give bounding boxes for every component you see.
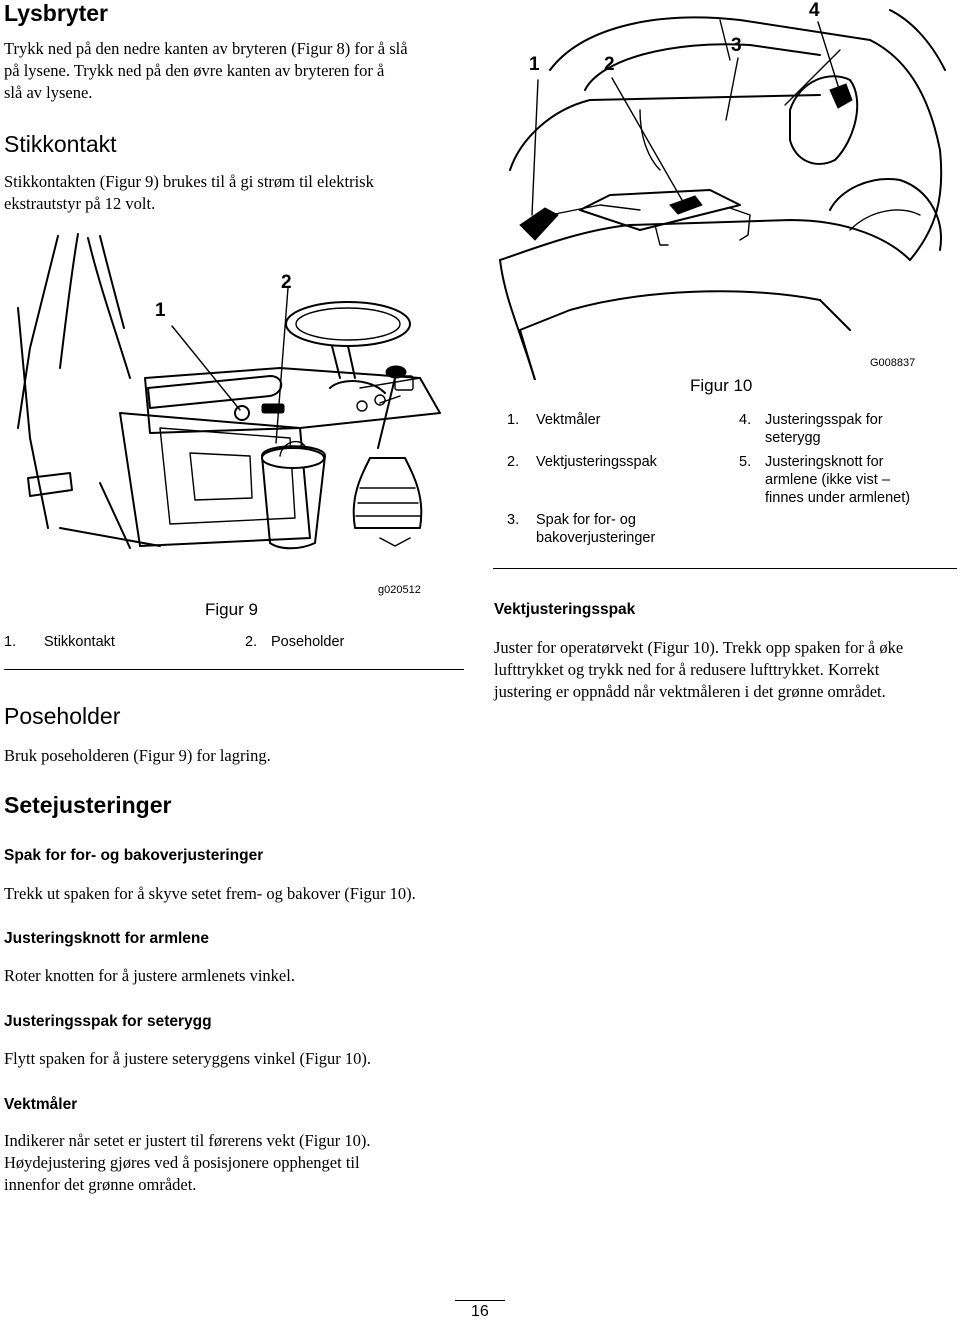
legend-number: 4. [739, 412, 752, 428]
figure9-bottom-rule [4, 669, 464, 670]
figure9-illustration [17, 233, 441, 550]
lysbryter-heading: Lysbryter [4, 0, 108, 26]
legend-line: seterygg [765, 430, 821, 446]
text-line: Indikerer når setet er justert til fører… [4, 1131, 371, 1150]
legend-number: 3. [507, 512, 520, 528]
stikkontakt-text: Stikkontakten (Figur 9) brukes til å gi … [4, 171, 474, 215]
lysbryter-text: Trykk ned på den nedre kanten av brytere… [4, 38, 474, 104]
subsection-heading-fore-aft: Spak for for- og bakoverjusteringer [4, 847, 264, 864]
text-line: Juster for operatørvekt (Figur 10). Trek… [494, 638, 904, 657]
figure9-legend-2: 2. Poseholder [245, 633, 445, 651]
text-line: Trykk ned på den nedre kanten av brytere… [4, 39, 408, 58]
legend-number: 1. [4, 634, 17, 650]
legend-label: Poseholder [271, 634, 345, 650]
text-line: innenfor det grønne området. [4, 1175, 197, 1194]
text-line: lufttrykket og trykk ned for å redusere … [494, 660, 880, 679]
legend-number: 1. [507, 412, 520, 428]
legend-label: Vektmåler [536, 412, 601, 428]
legend-line: bakoverjusteringer [536, 530, 656, 546]
figure9-callout-2: 2 [281, 272, 292, 293]
figure10-legend-2: 2. Vektjusteringsspak [507, 453, 717, 471]
subsection-text-backrest: Flytt spaken for å justere seteryggens v… [4, 1049, 372, 1068]
poseholder-text: Bruk poseholderen (Figur 9) for lagring. [4, 746, 271, 765]
vektjustering-heading: Vektjusteringsspak [494, 601, 636, 618]
legend-line: Justeringsspak for [765, 412, 883, 428]
figure9-legend-1: 1. Stikkontakt [4, 633, 204, 651]
text-line: Stikkontakten (Figur 9) brukes til å gi … [4, 172, 374, 191]
subsection-heading-backrest: Justeringsspak for seterygg [4, 1013, 212, 1030]
text-line: ekstrautstyr på 12 volt. [4, 194, 156, 213]
footer-rule [455, 1300, 505, 1301]
figure9-code: g020512 [378, 584, 421, 596]
figure10-legend-1: 1. Vektmåler [507, 411, 717, 429]
legend-line: armlene (ikke vist – [765, 472, 890, 488]
stikkontakt-heading: Stikkontakt [4, 131, 117, 157]
legend-number: 5. [739, 454, 752, 470]
poseholder-heading: Poseholder [4, 703, 121, 729]
legend-line: Spak for for- og [536, 512, 636, 528]
figure10-illustration [499, 9, 946, 380]
legend-label: Stikkontakt [44, 634, 115, 650]
legend-line: finnes under armlenet) [765, 490, 911, 506]
setejusteringer-heading: Setejusteringer [4, 792, 172, 818]
legend-label: Vektjusteringsspak [536, 454, 657, 470]
text-line: på lysene. Trykk ned på den øvre kanten … [4, 61, 385, 80]
figure9-title: Figur 9 [205, 600, 258, 619]
subsection-heading-weight-gauge: Vektmåler [4, 1096, 78, 1113]
text-line: slå av lysene. [4, 83, 93, 102]
vektjustering-text: Juster for operatørvekt (Figur 10). Trek… [494, 637, 956, 703]
subsection-text-weight-gauge: Indikerer når setet er justert til fører… [4, 1130, 474, 1196]
text-line: Høydejustering gjøres ved å posisjonere … [4, 1153, 360, 1172]
figure10-callout-4: 4 [809, 0, 820, 21]
subsection-text-fore-aft: Trekk ut spaken for å skyve setet frem- … [4, 884, 416, 903]
figure10-code: G008837 [870, 357, 916, 369]
legend-label: Justeringsspak for seterygg [765, 411, 883, 447]
figure10-callout-1: 1 [529, 54, 540, 75]
figure10-title: Figur 10 [690, 376, 753, 395]
figure10-callout-3: 3 [731, 35, 742, 56]
legend-number: 2. [245, 634, 258, 650]
subsection-heading-armrest: Justeringsknott for armlene [4, 930, 209, 947]
text-line: justering er oppnådd når vektmåleren i d… [494, 682, 886, 701]
legend-number: 2. [507, 454, 520, 470]
figure10-bottom-rule [493, 568, 957, 569]
figure10-legend-4: 4. Justeringsspak for seterygg [739, 411, 954, 447]
legend-label: Justeringsknott for armlene (ikke vist –… [765, 453, 910, 507]
subsection-text-armrest: Roter knotten for å justere armlenets vi… [4, 966, 295, 985]
figure10-legend-5: 5. Justeringsknott for armlene (ikke vis… [739, 453, 954, 507]
figure10-legend-3: 3. Spak for for- og bakoverjusteringer [507, 511, 717, 547]
figure9-callout-1: 1 [155, 300, 166, 321]
page-number: 16 [471, 1303, 489, 1320]
legend-line: Justeringsknott for [765, 454, 884, 470]
legend-label: Spak for for- og bakoverjusteringer [536, 511, 655, 547]
figure10-callout-2: 2 [604, 54, 615, 75]
